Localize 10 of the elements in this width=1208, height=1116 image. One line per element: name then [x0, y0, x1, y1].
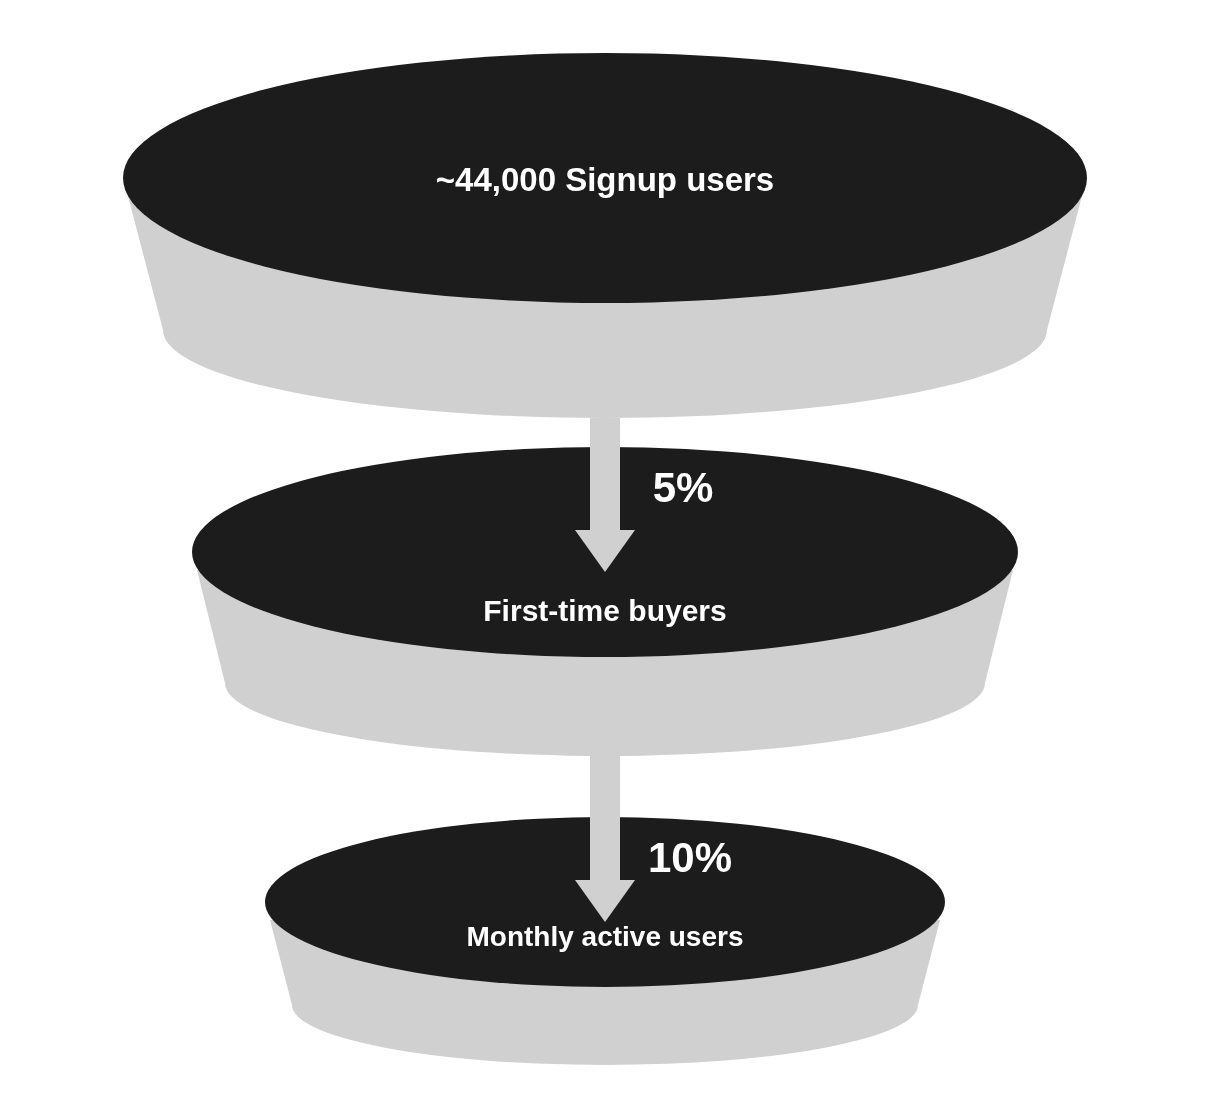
stage-label: First-time buyers [483, 592, 727, 629]
arrow [575, 756, 635, 922]
funnel-stage [265, 817, 945, 1065]
stage-label: ~44,000 Signup users [435, 160, 775, 201]
edge-label: 10% [647, 832, 733, 883]
funnel-stage [192, 447, 1018, 756]
stage-label: Monthly active users [466, 920, 744, 954]
arrow [575, 418, 635, 572]
funnel-stage [123, 53, 1087, 418]
edge-label: 5% [652, 462, 714, 513]
